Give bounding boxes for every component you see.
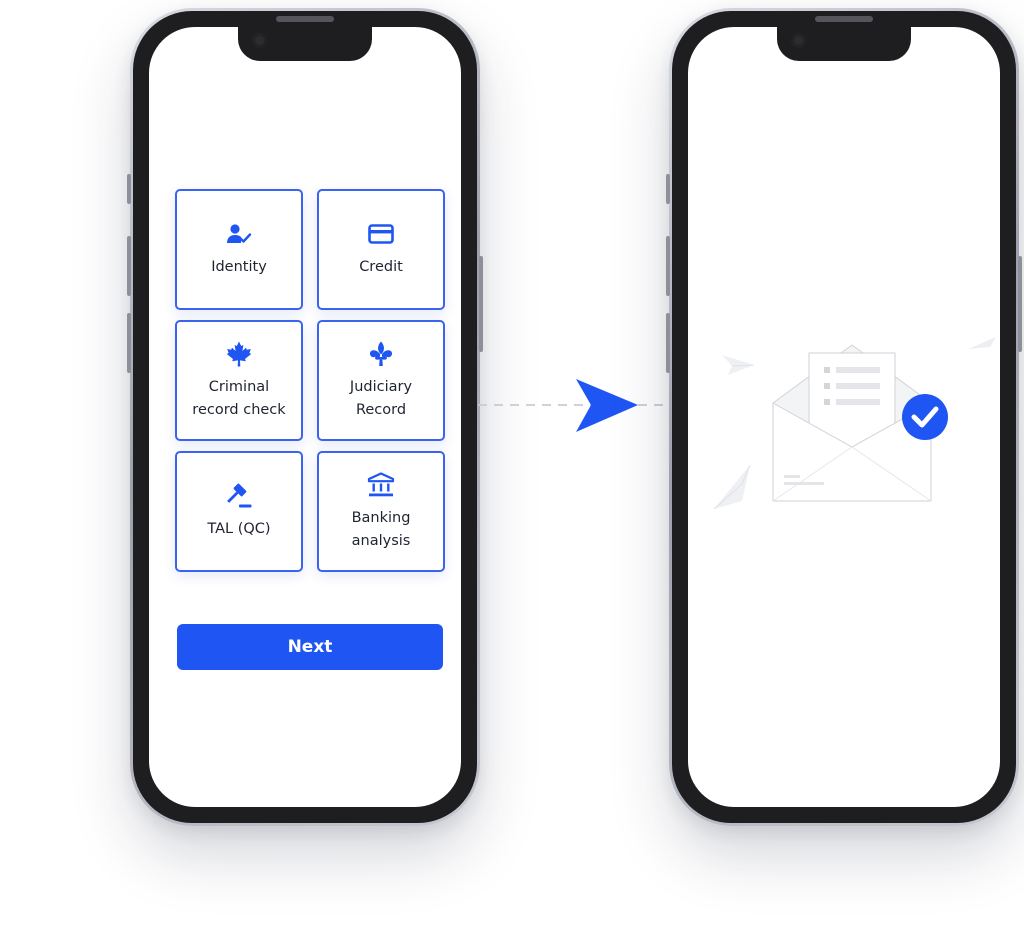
check-badge-icon [902,394,948,440]
screen-confirmation [688,27,1000,807]
tile-identity-label: Identity [211,259,267,275]
phone-right [666,8,1022,826]
tile-identity[interactable]: Identity [175,189,303,310]
service-grid: Identity Credit [175,189,445,572]
volume-up-button [666,236,670,296]
power-button [1018,256,1022,352]
notch [238,25,372,61]
tile-criminal-record-check[interactable]: Criminal record check [175,320,303,441]
tile-credit[interactable]: Credit [317,189,445,310]
tile-criminal-record-check-label: Criminal record check [192,378,286,418]
volume-down-button [666,313,670,373]
phone-bezel [672,11,1016,823]
mute-switch [666,174,670,204]
speaker-grille [276,16,334,22]
mute-switch [127,174,131,204]
next-button[interactable]: Next [177,624,443,670]
volume-up-button [127,236,131,296]
tile-banking-analysis-label: Banking analysis [351,509,411,549]
speaker-grille [815,16,873,22]
connector-arrow-icon [478,379,674,432]
front-camera [252,33,267,48]
envelope-check-icon [713,337,996,510]
fleur-de-lis-icon [367,340,395,368]
tile-banking-analysis[interactable]: Banking analysis [317,451,445,572]
paper-plane-left-icon [722,355,755,375]
paper-plane-right-icon [968,337,996,349]
tile-tal-qc[interactable]: TAL (QC) [175,451,303,572]
notch [777,25,911,61]
maple-leaf-icon [225,340,253,368]
user-check-icon [225,220,253,248]
front-camera [791,33,806,48]
phone-left: Identity Credit [127,8,483,826]
bank-icon [367,471,395,499]
gavel-icon [225,482,253,510]
screen-service-selection: Identity Credit [149,27,461,807]
credit-card-icon [367,220,395,248]
tile-credit-label: Credit [359,259,403,275]
paper-plane-bottom-icon [713,464,751,510]
volume-down-button [127,313,131,373]
tile-judiciary-record[interactable]: Judiciary Record [317,320,445,441]
tile-judiciary-record-label: Judiciary Record [349,378,413,418]
tile-tal-qc-label: TAL (QC) [207,521,271,537]
phone-bezel: Identity Credit [133,11,477,823]
power-button [479,256,483,352]
